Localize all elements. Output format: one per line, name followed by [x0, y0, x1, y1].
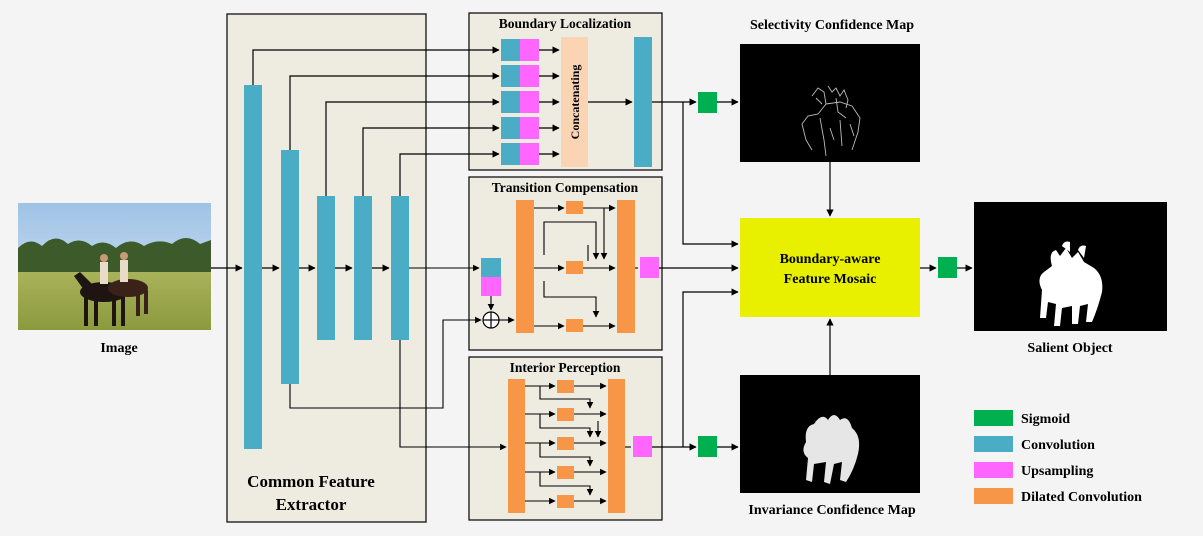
transition-arrows	[289, 204, 638, 409]
invariance-confidence-map-label: Invariance Confidence Map	[748, 503, 915, 518]
extractor-conv-block-2	[281, 150, 299, 384]
transition-dilated-small-2	[566, 261, 583, 274]
concatenating-label: Concatenating	[568, 65, 582, 140]
transition-dilated-left	[516, 200, 534, 333]
feature-mosaic-block	[740, 218, 920, 317]
sigmoid-invariance	[698, 436, 717, 457]
legend-swatch-sigmoid	[974, 410, 1013, 426]
feature-mosaic-label-1: Boundary-aware	[780, 252, 881, 267]
interior-dilated-smalls	[557, 380, 574, 508]
interior-arrows	[399, 340, 631, 505]
boundary-output-conv	[634, 37, 652, 167]
transition-dilated-right	[617, 200, 635, 333]
extractor-conv-block-3	[317, 196, 335, 340]
input-image	[18, 203, 211, 330]
legend-label-upsampling: Upsampling	[1021, 464, 1093, 479]
boundary-localization-title: Boundary Localization	[499, 16, 632, 31]
legend: Sigmoid Convolution Upsampling Dilated C…	[974, 410, 1142, 505]
image-label: Image	[100, 341, 137, 356]
selectivity-boundary-sketch	[801, 85, 861, 157]
invariance-blob	[803, 415, 860, 484]
transition-dilated-small-3	[566, 319, 583, 332]
extractor-conv-block-4	[354, 196, 372, 340]
interior-dilated-left	[508, 379, 525, 513]
transition-output-upsample	[640, 257, 659, 278]
salient-object-mask	[1039, 241, 1103, 326]
common-feature-extractor-label-2: Extractor	[276, 495, 347, 514]
feature-mosaic-label-2: Feature Mosaic	[784, 272, 877, 287]
transition-upsample	[481, 277, 501, 296]
interior-dilated-right	[608, 379, 625, 513]
selectivity-confidence-map-label: Selectivity Confidence Map	[750, 18, 914, 33]
boundary-localization-blocks	[501, 39, 539, 165]
transition-dilated-small-1	[566, 201, 583, 214]
sigmoid-selectivity	[698, 92, 717, 113]
legend-label-dilated-convolution: Dilated Convolution	[1021, 490, 1142, 505]
boundary-skip-arrows	[252, 46, 633, 196]
concatenating-block	[561, 37, 588, 167]
legend-label-sigmoid: Sigmoid	[1021, 412, 1070, 427]
transition-conv	[481, 258, 501, 277]
legend-swatch-convolution	[974, 436, 1013, 452]
transition-compensation-title: Transition Compensation	[492, 180, 639, 195]
legend-swatch-dilated-convolution	[974, 488, 1013, 504]
interior-output-upsample	[633, 436, 652, 457]
legend-swatch-upsampling	[974, 462, 1013, 478]
common-feature-extractor-label-1: Common Feature	[247, 472, 375, 491]
sigmoid-output	[938, 257, 957, 278]
salient-object-label: Salient Object	[1027, 341, 1112, 356]
output-arrows	[652, 98, 973, 451]
extractor-conv-block-5	[391, 196, 409, 340]
extractor-conv-block-1	[244, 85, 262, 449]
legend-label-convolution: Convolution	[1021, 438, 1095, 453]
interior-perception-title: Interior Perception	[510, 360, 621, 375]
